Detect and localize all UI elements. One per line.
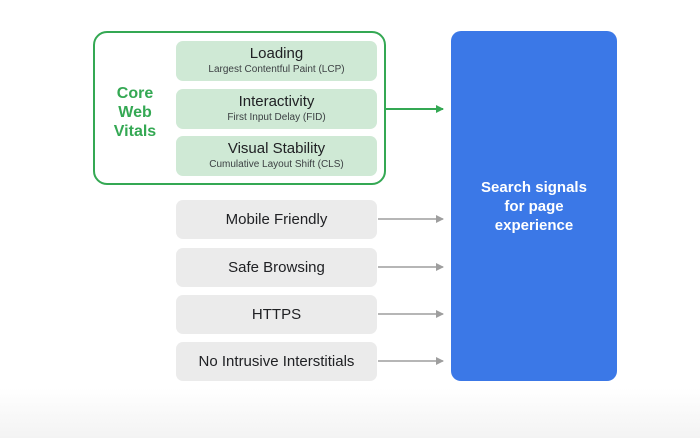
page-experience-box: Search signals for page experience: [451, 31, 617, 381]
signal-box-mobile-friendly: Mobile Friendly: [176, 200, 377, 239]
metric-subtitle: First Input Delay (FID): [227, 112, 326, 123]
metric-subtitle: Largest Contentful Paint (LCP): [208, 64, 345, 75]
metric-box-visual-stability: Visual Stability Cumulative Layout Shift…: [176, 136, 377, 176]
metric-title: Visual Stability: [227, 140, 326, 157]
core-web-vitals-label: Core Web Vitals: [113, 85, 157, 140]
metric-box-interactivity: Interactivity First Input Delay (FID): [176, 89, 377, 129]
metric-title: Loading: [249, 45, 304, 62]
core-web-vitals-group: [93, 31, 386, 185]
metric-title: Interactivity: [238, 93, 315, 110]
page-experience-label: Search signals for page experience: [481, 178, 587, 234]
metric-subtitle: Cumulative Layout Shift (CLS): [209, 159, 344, 170]
signal-box-no-intrusive-interstitials: No Intrusive Interstitials: [176, 342, 377, 381]
signal-box-safe-browsing: Safe Browsing: [176, 248, 377, 287]
metric-box-loading: Loading Largest Contentful Paint (LCP): [176, 41, 377, 81]
background-fade: [0, 388, 700, 438]
signal-box-https: HTTPS: [176, 295, 377, 334]
